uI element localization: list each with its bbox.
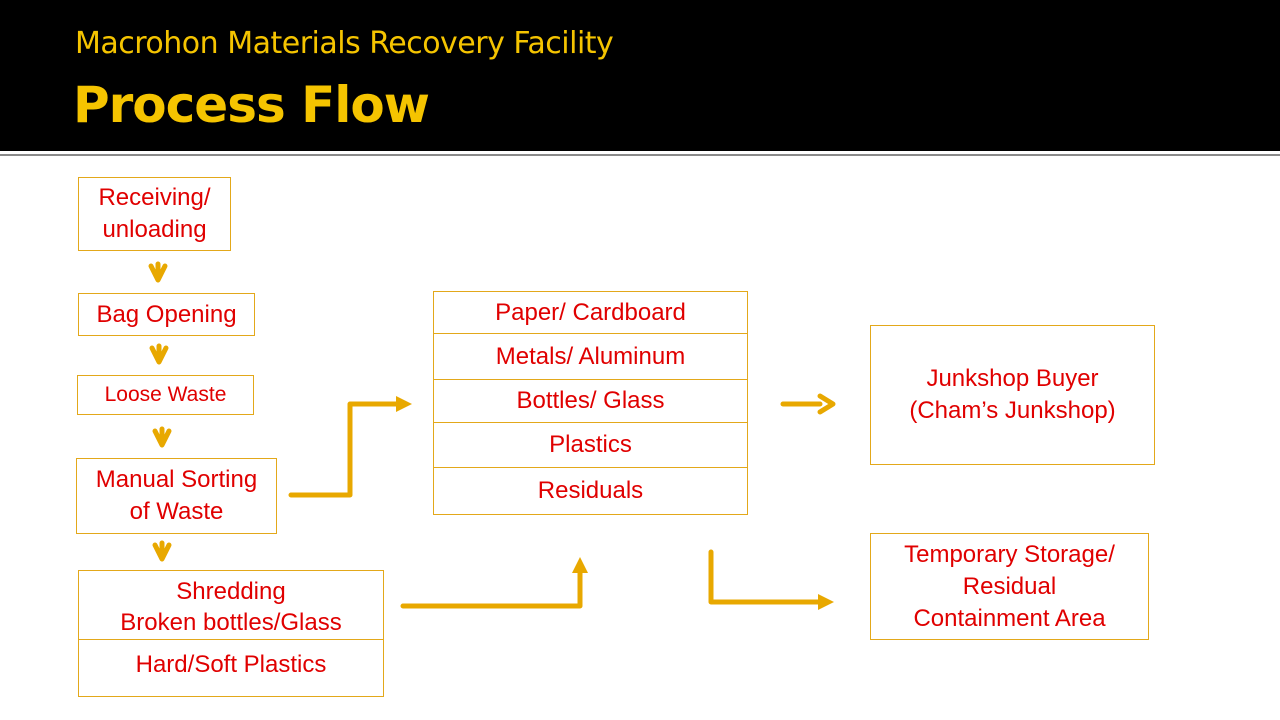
shredding-line1: Shredding xyxy=(176,578,286,605)
category-plastics-label: Plastics xyxy=(549,431,632,458)
step-manual-sorting-line1: Manual Sorting xyxy=(95,466,258,493)
category-residuals: Residuals xyxy=(434,467,747,514)
step-bag-opening: Bag Opening xyxy=(78,293,255,336)
connector-sorting-to-categories xyxy=(288,401,401,498)
category-bottles-label: Bottles/ Glass xyxy=(516,387,665,414)
slide-subtitle: Macrohon Materials Recovery Facility xyxy=(75,26,614,61)
junkshop-line2: (Cham’s Junkshop) xyxy=(909,397,1116,424)
step-receiving-line1: Receiving/ xyxy=(98,184,211,211)
category-plastics: Plastics xyxy=(434,422,747,467)
step-bag-opening-label: Bag Opening xyxy=(96,300,237,328)
slide-header: Macrohon Materials Recovery Facility Pro… xyxy=(0,0,1280,151)
storage-box: Temporary Storage/ Residual Containment … xyxy=(870,533,1149,640)
down-arrow-icon xyxy=(148,261,168,283)
slide-title: Process Flow xyxy=(73,76,430,134)
header-divider xyxy=(0,151,1280,156)
step-receiving: Receiving/ unloading xyxy=(78,177,231,251)
down-arrow-icon xyxy=(149,343,169,365)
categories-table: Paper/ Cardboard Metals/ Aluminum Bottle… xyxy=(433,291,748,515)
step-loose-waste: Loose Waste xyxy=(77,375,254,415)
category-residuals-label: Residuals xyxy=(537,477,644,504)
shredding-line2: Broken bottles/Glass xyxy=(120,609,342,636)
step-loose-waste-label: Loose Waste xyxy=(104,383,227,406)
storage-line3: Containment Area xyxy=(913,604,1106,632)
step-manual-sorting: Manual Sorting of Waste xyxy=(76,458,277,534)
junkshop-box: Junkshop Buyer (Cham’s Junkshop) xyxy=(870,325,1155,465)
arrowhead-icon xyxy=(396,396,412,412)
category-paper-label: Paper/ Cardboard xyxy=(495,298,686,326)
connector-shredding-to-categories xyxy=(400,569,583,609)
shredding-box: Shredding Broken bottles/Glass Hard/Soft… xyxy=(78,570,384,697)
shredding-line3: Hard/Soft Plastics xyxy=(135,651,327,678)
arrowhead-icon xyxy=(818,594,834,610)
junkshop-line1: Junkshop Buyer xyxy=(926,365,1099,392)
down-arrow-icon xyxy=(152,426,172,448)
step-receiving-line2: unloading xyxy=(102,216,207,243)
storage-line2: Residual xyxy=(962,572,1057,600)
shredding-cell: Shredding Broken bottles/Glass xyxy=(79,571,383,639)
down-arrow-icon xyxy=(152,540,172,562)
connector-categories-to-storage xyxy=(708,549,823,605)
category-bottles: Bottles/ Glass xyxy=(434,379,747,422)
category-metals-label: Metals/ Aluminum xyxy=(495,342,686,370)
category-metals: Metals/ Aluminum xyxy=(434,333,747,379)
storage-line1: Temporary Storage/ xyxy=(904,540,1115,568)
category-paper: Paper/ Cardboard xyxy=(434,292,747,333)
plastics-shredding-cell: Hard/Soft Plastics xyxy=(79,639,383,689)
step-manual-sorting-line2: of Waste xyxy=(129,498,224,525)
arrowhead-icon xyxy=(572,557,588,573)
